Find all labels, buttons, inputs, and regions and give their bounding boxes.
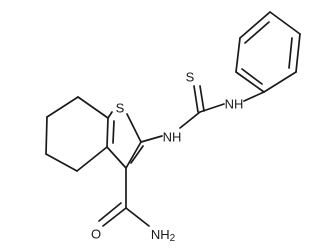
bond-double-inner — [241, 68, 263, 85]
bond — [126, 113, 142, 143]
thiophene-ring — [106, 111, 144, 169]
bond-double — [98, 202, 122, 222]
bond-double-inner — [130, 145, 144, 164]
bond — [243, 91, 265, 102]
carboxamide-group — [98, 167, 150, 227]
bond — [239, 11, 271, 39]
bond — [235, 37, 241, 73]
bond-double-inner — [244, 21, 270, 44]
bond — [106, 146, 127, 169]
ring-sulfur-label: S — [116, 101, 125, 116]
bond — [45, 153, 78, 172]
bond — [235, 71, 265, 93]
bond-double — [199, 85, 205, 112]
bond-double-inner — [112, 120, 115, 144]
amide-nh2-label: NH2 — [151, 227, 176, 244]
bond — [140, 135, 163, 143]
amide-nh-text: NH — [151, 227, 170, 242]
bond — [106, 117, 109, 148]
bond — [45, 116, 48, 155]
bond-double — [102, 207, 127, 227]
bond — [179, 111, 201, 129]
bond — [76, 146, 108, 172]
bond — [263, 71, 297, 93]
bond-double — [193, 85, 199, 113]
bond — [269, 11, 301, 35]
bond — [125, 141, 142, 169]
thioamide-nh-left-label: NH — [163, 130, 182, 145]
amide-nh2-subscript: 2 — [170, 233, 176, 244]
bond — [77, 96, 109, 119]
bond — [46, 96, 79, 118]
bond — [125, 207, 150, 227]
thiourea-linker — [140, 85, 265, 143]
cyclohexene-ring — [45, 96, 109, 172]
bond — [295, 33, 301, 73]
thione-sulfur-label: S — [186, 70, 195, 85]
bond-double-inner — [288, 37, 293, 69]
phenyl-ring — [235, 11, 301, 93]
thioamide-nh-right-label: NH — [225, 97, 244, 112]
carbonyl-oxygen-label: O — [91, 227, 101, 242]
bond — [107, 111, 113, 119]
